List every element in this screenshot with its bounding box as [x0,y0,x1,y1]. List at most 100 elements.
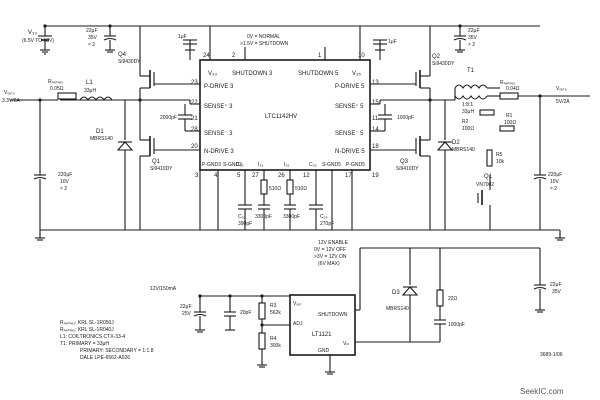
c-1uf-right: 1μF [388,39,397,45]
r2-ref: R2 [462,119,469,125]
ic1-pin-ndrive3: N-DRIVE 3 [204,149,234,155]
lt1121-regulator: LT1121 Vₒᵤₜ SHUTDOWN ADJ Vᵢₙ GND [289,294,440,375]
r3-ref: R3 [270,303,277,309]
ic1-pin-ct3: C₃₃ [236,162,244,168]
note-line: DALE LPE-6562-A026 [80,355,130,361]
ic2-pin-vout: Vₒᵤₜ [293,301,302,307]
t1-value: 33μH [462,109,474,115]
t1-ratio: 1:8:1 [462,102,473,108]
cin-left-value: 22μF [86,28,98,34]
q5-part: VN7002 [476,182,494,188]
cout3-voltage: 10V [60,179,70,185]
r4-value: 300k [270,343,281,349]
pin-number: 20 [191,144,198,150]
note-line: PRIMARY: SECONDARY = 1:1.8 [80,348,154,354]
charge-pump: D3 MBRS140 22Ω 1000pF 22μF 35V [386,248,562,342]
ic1-pin-shutdown3: SHUTDOWN 3 [232,71,273,77]
ct5-ref: C₃₅ [320,214,328,220]
pin-number: 21 [191,116,198,122]
c-1uf-left: 1μF [178,34,187,40]
pin-number: 11 [372,116,379,122]
pin-number: 14 [372,127,379,133]
ic1-pin-senseminus3: SENSE⁻ 3 [204,131,233,137]
c12in-voltage: 25V [182,311,192,317]
pin-number: 26 [278,173,285,179]
q4-part: Si9430DY [118,59,141,65]
output-12v: 12V/150mA 22μF 25V 20pF R3 562k R4 30 [150,286,290,368]
ic1-pin-pgnd3: P-GND3 [202,162,221,168]
c-1000pf: 1000pF [397,115,414,121]
pin-number: 24 [203,53,210,59]
ic1-name: LTC1142HV [265,114,297,120]
ic1-pin-sgnd3: S-GND3 [223,162,242,168]
r22-value: 22Ω [448,296,458,302]
ic1-pin-senseplus3: SENSE⁺ 3 [204,103,233,110]
d3-ref: D3 [392,290,400,296]
figure-code: 3689-1/06 [540,352,563,358]
pin-number: 15 [372,100,379,106]
cin-right-voltage: 35V [468,35,478,41]
ic1-pin-ict5: C₃₅ [309,162,317,168]
ic1-pin-pdrive3: P-DRIVE 3 [204,84,234,90]
c20pf-value: 20pF [240,310,251,316]
q1-part: Si9410DY [150,166,173,172]
pin-number: 10 [358,53,365,59]
ic1-pin-ict3: I₃₃ [258,162,263,168]
ic1-body [199,59,371,171]
ic1-pin-ifb: I₃₅ [284,162,289,168]
ltc1142hv-chip: LTC1142HV V₃₃ SHUTDOWN 3 SHUTDOWN 5 V₃₅ … [199,59,371,171]
d2-part: MBRS140 [452,147,475,153]
l1-ref: L1 [86,80,93,86]
r510-a: 510Ω [269,186,281,192]
watermark: SeekIC.com [520,387,564,396]
timing-network: C₃₃ 390pF 510Ω 3300pF 510Ω 3300pF C₃₅ 27… [218,170,370,231]
enable-label-4: (6V MAX) [318,261,340,267]
note-line: Rₛₑₙₛₑ₅: KRL SL-1R040J [60,327,114,333]
q3-part: Si9410DY [396,166,419,172]
r510-b: 510Ω [295,186,307,192]
enable-block: 12V ENABLE 0V = 12V OFF >3V = 12V ON (6V… [314,240,540,310]
c1000b-value: 1000pF [448,322,465,328]
q1-ref: Q1 [152,159,161,165]
enable-label-3: >3V = 12V ON [314,254,347,260]
pin-number: 13 [372,80,379,86]
rsense3-ref: Rₛₑₙₛₑ₃ [48,79,63,85]
ic1-pin-sgnd5: S-GND5 [322,162,341,168]
rsense3-value: 0.05Ω [50,86,64,92]
rsense5-ref: Rₛₑₙₛₑ₅ [500,80,515,86]
ct3-ref: C₃₃ [238,214,246,220]
c-2000pf: 2000pF [160,115,177,121]
d1-part: MBRS140 [90,136,113,142]
pin-number: 12 [303,173,310,179]
note-line: T1: PRIMARY = 33μH [60,341,109,347]
ic1-pin-pgnd5: P-GND5 [346,162,365,168]
ic1-pin-ndrive5: N-DRIVE 5 [335,149,365,155]
q2-part: Si9430DY [432,61,455,67]
ic2-pin-gnd: GND [318,348,330,354]
pin-number: 4 [214,173,218,179]
d2-ref: D2 [452,140,460,146]
ic2-pin-vin: Vᵢₙ [343,341,349,347]
pin-number: 2 [232,53,236,59]
q2-ref: Q2 [432,54,441,60]
pin-number: 18 [372,144,379,150]
mode-note-1: 0V = NORMAL [247,34,280,40]
ic2-pin-adj: ADJ [293,321,303,327]
q3-ref: Q3 [400,159,409,165]
r2-value: 100Ω [462,126,474,132]
r5-value: 10k [496,159,505,165]
rsense5-value: 0.04Ω [506,86,520,92]
ic2-name: LT1121 [312,332,332,338]
ic1-pin-vin3: V₃₃ [208,71,217,77]
ic1-pin-senseplus5: SENSE⁺ 5 [335,103,364,110]
cbig-voltage: 35V [552,289,562,295]
d3-part: MBRS140 [386,306,409,312]
enable-label-2: 0V = 12V OFF [314,247,346,253]
pin-number: 3 [195,173,199,179]
r3-value: 562k [270,310,281,316]
c3300-a: 3300pF [255,214,272,220]
cbig-value: 22μF [550,282,562,288]
c3300-b: 3300pF [283,214,300,220]
cin-right-value: 22μF [468,28,480,34]
